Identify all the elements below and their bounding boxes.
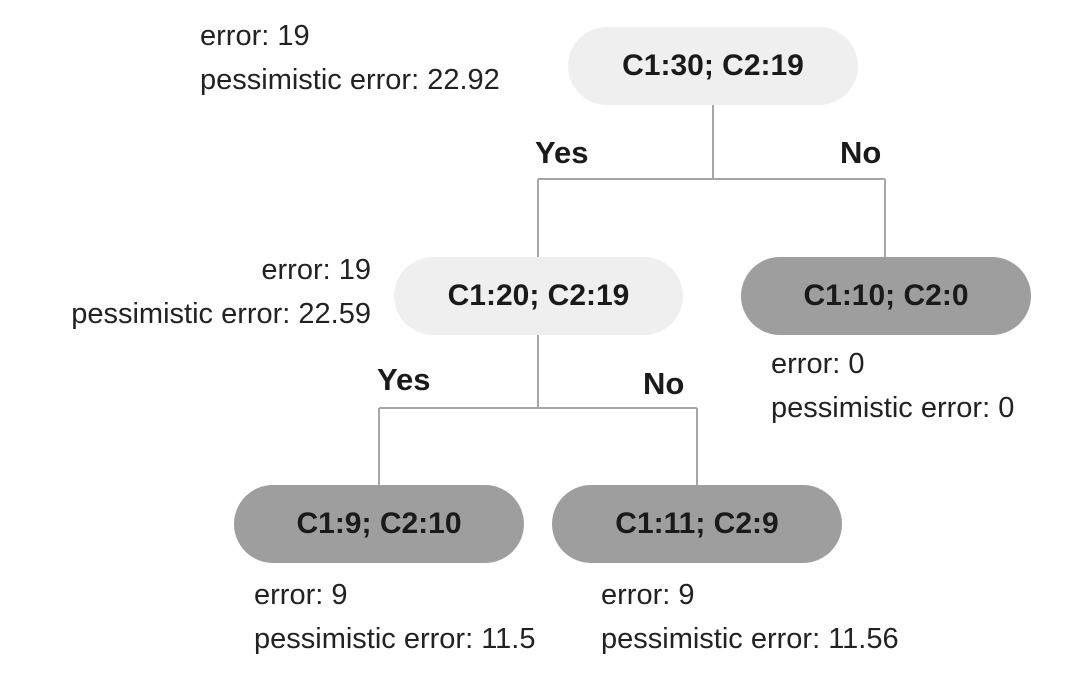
left-node-label: C1:20; C2:19 [447,279,630,312]
left-left-error-stats: error: 9 pessimistic error: 11.5 [254,573,536,661]
left-yes-branch-label: Yes [377,362,431,397]
root-yes-branch-label: Yes [535,135,589,170]
root-error: error: 19 [200,20,310,52]
left-node: C1:20; C2:19 [394,257,683,335]
root-no-branch-label: No [840,135,882,170]
left-left-leaf-label: C1:9; C2:10 [296,507,462,540]
left-right-pessimistic-error: pessimistic error: 11.56 [601,623,899,655]
root-node: C1:30; C2:19 [568,27,858,105]
right-leaf-label: C1:10; C2:0 [803,279,969,312]
root-error-stats: error: 19 pessimistic error: 22.92 [200,14,500,102]
right-pessimistic-error: pessimistic error: 0 [771,392,1015,424]
right-error-stats: error: 0 pessimistic error: 0 [771,342,1014,430]
left-left-leaf-node: C1:9; C2:10 [234,485,524,563]
right-leaf-node: C1:10; C2:0 [741,257,1031,335]
left-left-pessimistic-error: pessimistic error: 11.5 [254,623,536,655]
left-error: error: 19 [261,254,371,286]
left-no-branch-label: No [643,366,685,401]
root-pessimistic-error: pessimistic error: 22.92 [200,64,500,96]
left-right-error: error: 9 [601,579,695,611]
left-right-leaf-node: C1:11; C2:9 [552,485,842,563]
root-node-label: C1:30; C2:19 [622,49,804,82]
left-pessimistic-error: pessimistic error: 22.59 [71,298,371,330]
left-left-error: error: 9 [254,579,348,611]
left-right-leaf-label: C1:11; C2:9 [615,507,779,540]
left-right-error-stats: error: 9 pessimistic error: 11.56 [601,573,899,661]
left-error-stats: error: 19 pessimistic error: 22.59 [71,248,371,336]
right-error: error: 0 [771,348,865,380]
